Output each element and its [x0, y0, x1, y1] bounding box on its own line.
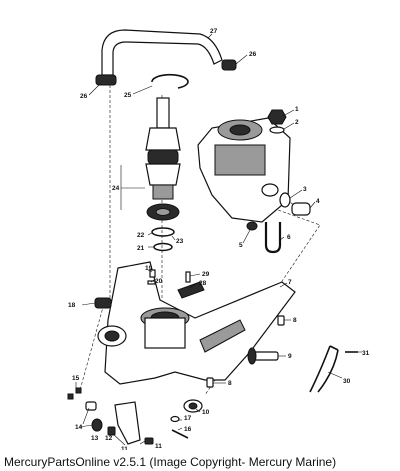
roller-part [91, 418, 103, 432]
callout-7: 7 [288, 279, 292, 286]
exploded-parts-diagram: 27 26 26 25 1 2 3 4 24 23 22 21 5 6 19 2… [67, 28, 370, 450]
nut-5 [246, 221, 258, 231]
bearing-inner [155, 208, 171, 216]
nut-part [267, 109, 287, 125]
callout-14: 14 [75, 424, 83, 431]
copyright-caption: MercuryPartsOnline v2.5.1 (Image Copyrig… [4, 455, 337, 469]
screw-15b [67, 393, 74, 400]
washer-part [269, 126, 285, 134]
callout-5: 5 [239, 242, 243, 249]
callout-15: 15 [72, 375, 80, 382]
bolt-18 [94, 297, 112, 309]
callout-11-left: 11 [121, 446, 128, 450]
screw-29 [185, 271, 191, 283]
lever-28 [177, 281, 205, 299]
callout-20: 20 [155, 278, 163, 285]
screw-11-left [107, 426, 116, 436]
callout-12: 12 [105, 435, 113, 442]
u-bolt-part [264, 222, 282, 254]
callout-2: 2 [295, 119, 299, 126]
o-ring-22 [151, 227, 175, 237]
u-joint-shaft-assembly [145, 97, 181, 200]
washer-17 [170, 415, 180, 423]
screw-15a [75, 387, 82, 394]
callout-21: 21 [137, 245, 145, 252]
screw-11-right [144, 437, 154, 445]
callout-13: 13 [91, 435, 99, 442]
hose-clamp-upper [221, 59, 237, 71]
o-ring-21 [153, 242, 173, 252]
hose-clamp-lower [95, 74, 117, 86]
callout-28: 28 [199, 280, 207, 287]
callout-11-right: 11 [155, 443, 162, 450]
wire-harness-30 [309, 345, 339, 393]
callout-8-lower: 8 [228, 380, 232, 387]
callout-4: 4 [316, 198, 320, 205]
screw-16 [171, 429, 189, 439]
pivot-pin [291, 202, 311, 216]
callout-22: 22 [137, 232, 145, 239]
bell-housing [197, 117, 291, 223]
bolt-14 [85, 401, 97, 411]
callout-29: 29 [202, 271, 210, 278]
hose-part [101, 29, 223, 76]
callout-16: 16 [184, 426, 192, 433]
callout-24: 24 [112, 185, 120, 192]
callout-30: 30 [343, 378, 351, 385]
pivot-washer [279, 192, 291, 208]
snap-ring-part [151, 73, 189, 89]
callout-18: 18 [68, 302, 76, 309]
callout-26-upper: 26 [249, 51, 257, 58]
pivot-bolt [247, 347, 279, 365]
callout-23: 23 [176, 238, 184, 245]
callout-26-lower: 26 [80, 93, 88, 100]
callout-27: 27 [210, 28, 218, 35]
leader-lines [75, 33, 362, 446]
pin-8-lower [206, 377, 214, 388]
transom-assembly [97, 261, 296, 385]
callout-6: 6 [287, 234, 291, 241]
callout-3: 3 [303, 186, 307, 193]
bracket-part [114, 401, 141, 445]
callout-25: 25 [124, 92, 132, 99]
callout-17: 17 [184, 415, 192, 422]
callout-31: 31 [362, 350, 370, 357]
pin-8-upper [277, 315, 285, 326]
callout-9: 9 [288, 353, 292, 360]
washer-20 [147, 280, 156, 285]
callout-19: 19 [145, 265, 153, 272]
bushing-inner [188, 402, 198, 410]
screw-19 [149, 269, 156, 278]
callout-10: 10 [202, 409, 210, 416]
callout-1: 1 [295, 106, 299, 113]
callout-8-upper: 8 [293, 317, 297, 324]
